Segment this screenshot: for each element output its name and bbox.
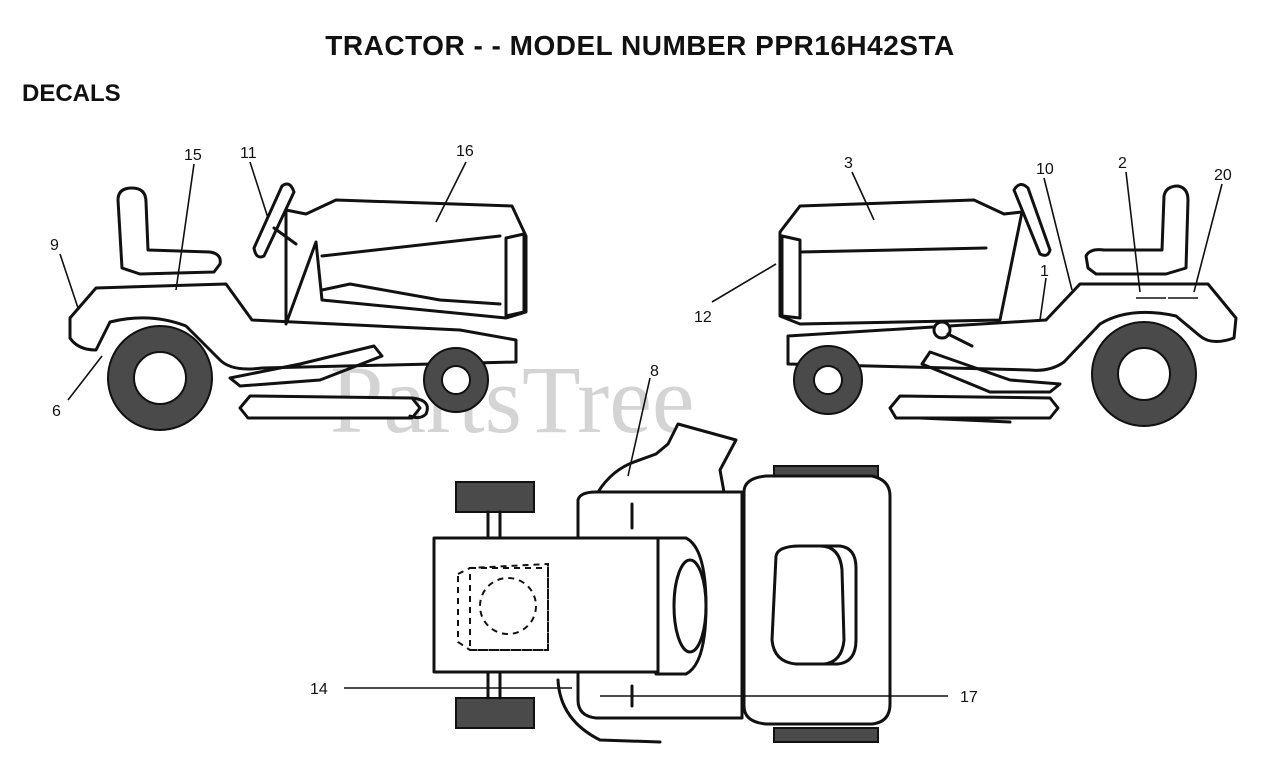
grille-shape-right — [780, 234, 802, 320]
hood-top-curve — [818, 544, 846, 666]
seat-outline-b — [469, 567, 549, 651]
callout-11: 11 — [240, 145, 257, 162]
callout-17: 17 — [960, 689, 978, 706]
callout-10: 10 — [1036, 161, 1054, 178]
hood-line-right — [798, 246, 988, 254]
seat-platform-top — [432, 536, 660, 674]
leader-11 — [249, 161, 269, 219]
mower-deck — [238, 394, 422, 420]
leader-6 — [67, 355, 103, 401]
page-title: TRACTOR - - MODEL NUMBER PPR16H42STA — [325, 30, 955, 61]
tractor-right-side-view: 3 10 2 20 1 12 — [694, 155, 1238, 427]
tractor-top-view: 8 14 17 — [310, 363, 978, 744]
steering-wheel-right — [1012, 183, 1052, 257]
callout-1: 1 — [1040, 263, 1049, 280]
frame-bar — [228, 344, 384, 388]
rear-axle-top — [486, 510, 502, 540]
callout-16: 16 — [456, 143, 474, 160]
mower-deck-right — [888, 394, 1060, 420]
hood-line — [320, 234, 502, 258]
leader-10 — [1043, 177, 1073, 291]
callout-9: 9 — [50, 237, 59, 254]
lever-arm — [946, 332, 974, 348]
hood-lower-line — [320, 282, 502, 306]
seat-outline-c — [479, 577, 537, 635]
leader-20 — [1193, 183, 1223, 293]
leader-12 — [711, 263, 777, 303]
seat-shape-right — [1084, 184, 1190, 276]
rear-hub-right — [1117, 347, 1171, 401]
hood-top-panel — [770, 544, 858, 666]
callout-12: 12 — [694, 309, 712, 326]
hood-shape — [284, 198, 528, 326]
tractor-left-side-view: 9 15 11 16 6 — [50, 143, 528, 431]
leader-1 — [1039, 277, 1047, 321]
rear-axle-bottom — [486, 670, 502, 700]
front-hub — [441, 365, 471, 395]
body-shape — [68, 282, 518, 371]
leader-3 — [851, 171, 875, 221]
callout-3: 3 — [844, 155, 853, 172]
grille-shape — [504, 232, 526, 318]
body-shape-right — [786, 282, 1238, 372]
front-tire-bottom — [773, 727, 879, 743]
leader-2 — [1125, 171, 1141, 293]
frame-bar-right — [920, 350, 1062, 394]
seat-shape — [116, 186, 222, 276]
leader-15 — [175, 163, 195, 291]
callout-15: 15 — [184, 147, 202, 164]
leader-8 — [627, 377, 651, 477]
callout-14: 14 — [310, 681, 328, 698]
leader-16 — [435, 161, 467, 223]
callout-2: 2 — [1118, 155, 1127, 172]
rear-hub — [133, 351, 187, 405]
hood-top — [742, 474, 892, 726]
leader-9 — [59, 253, 79, 309]
front-hub-right — [813, 365, 843, 395]
steering-wheel-top — [672, 558, 708, 654]
callout-6: 6 — [52, 403, 61, 420]
rear-tire-top — [455, 481, 535, 513]
section-label: DECALS — [22, 80, 121, 107]
deck-chute — [408, 396, 429, 420]
steering-wheel — [252, 182, 296, 259]
callout-20: 20 — [1214, 167, 1232, 184]
rear-tire-bottom — [455, 697, 535, 729]
steering-column — [272, 226, 298, 246]
hood-shape-right — [778, 198, 1024, 326]
callout-8: 8 — [650, 363, 659, 380]
lever-knob — [932, 320, 952, 340]
deck-edge-right — [918, 416, 1012, 424]
